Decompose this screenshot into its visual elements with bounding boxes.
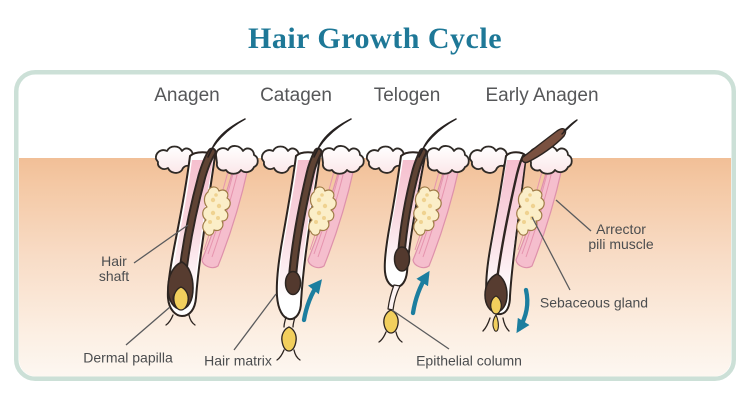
epithelial-column-label: Epithelial column xyxy=(416,352,522,369)
dermal-papilla-shape xyxy=(173,286,189,311)
hair-shaft-below-skin xyxy=(289,149,321,287)
hair-shaft-pointer xyxy=(133,224,189,264)
club-hair-bulb xyxy=(393,246,411,272)
up-arrow-telogen-icon xyxy=(410,270,430,316)
stage-label-early-anagen: Early Anagen xyxy=(485,85,599,106)
sheath-tails xyxy=(276,349,301,361)
skin-layer xyxy=(19,158,731,377)
arrector-pili-label-line1: Arrector xyxy=(596,221,646,237)
regressing-club xyxy=(284,270,302,296)
sheath-tails xyxy=(378,331,403,343)
detached-dermal-papilla xyxy=(281,326,297,352)
hair-matrix-pointer xyxy=(233,293,277,351)
hair-shaft-below-skin xyxy=(178,149,215,293)
sheath-tails xyxy=(482,317,510,332)
detached-dermal-papilla xyxy=(383,309,399,334)
dermal-papilla-label: Dermal papilla xyxy=(83,349,173,366)
sebaceous-gland-label: Sebaceous gland xyxy=(539,294,649,311)
dermal-papilla-pointer xyxy=(125,306,171,346)
card-content xyxy=(19,118,731,377)
stage-label-catagen: Catagen xyxy=(260,85,332,106)
hair-shaft-below-skin xyxy=(398,149,426,261)
hair-shaft-label-line1: Hair xyxy=(101,253,127,269)
shedding-club-hair xyxy=(521,128,567,164)
old-hair-tip xyxy=(561,119,578,135)
stage-label-telogen: Telogen xyxy=(373,85,441,106)
follicle-early-anagen xyxy=(468,119,578,332)
stage-label-anagen: Anagen xyxy=(154,85,220,106)
follicle-telogen xyxy=(365,118,470,343)
pointer-lines xyxy=(125,199,592,351)
sebaceous-gland-pointer xyxy=(531,216,571,291)
papilla-tail xyxy=(492,313,499,332)
follicle-anagen xyxy=(154,118,259,326)
hair-shaft-label-line2: shaft xyxy=(98,268,130,284)
sheath-tails xyxy=(165,314,196,326)
arrector-pili-label-line2: pili muscle xyxy=(588,236,654,252)
hair-shaft-label: Hair shaft xyxy=(99,254,129,284)
up-arrow-catagen-icon xyxy=(301,279,323,323)
dermal-papilla-shape xyxy=(490,295,502,315)
arrector-pili-label: Arrector pili muscle xyxy=(588,222,653,252)
down-arrow-early-anagen-icon xyxy=(516,287,530,334)
epithelial-strand xyxy=(283,316,296,328)
arrector-pili-pointer xyxy=(555,199,592,232)
page-title: Hair Growth Cycle xyxy=(247,22,503,55)
epithelial-column-pointer xyxy=(391,309,450,350)
hair-matrix-label: Hair matrix xyxy=(204,352,272,369)
follicle-catagen xyxy=(260,118,365,361)
new-hair-shaft xyxy=(494,154,525,290)
